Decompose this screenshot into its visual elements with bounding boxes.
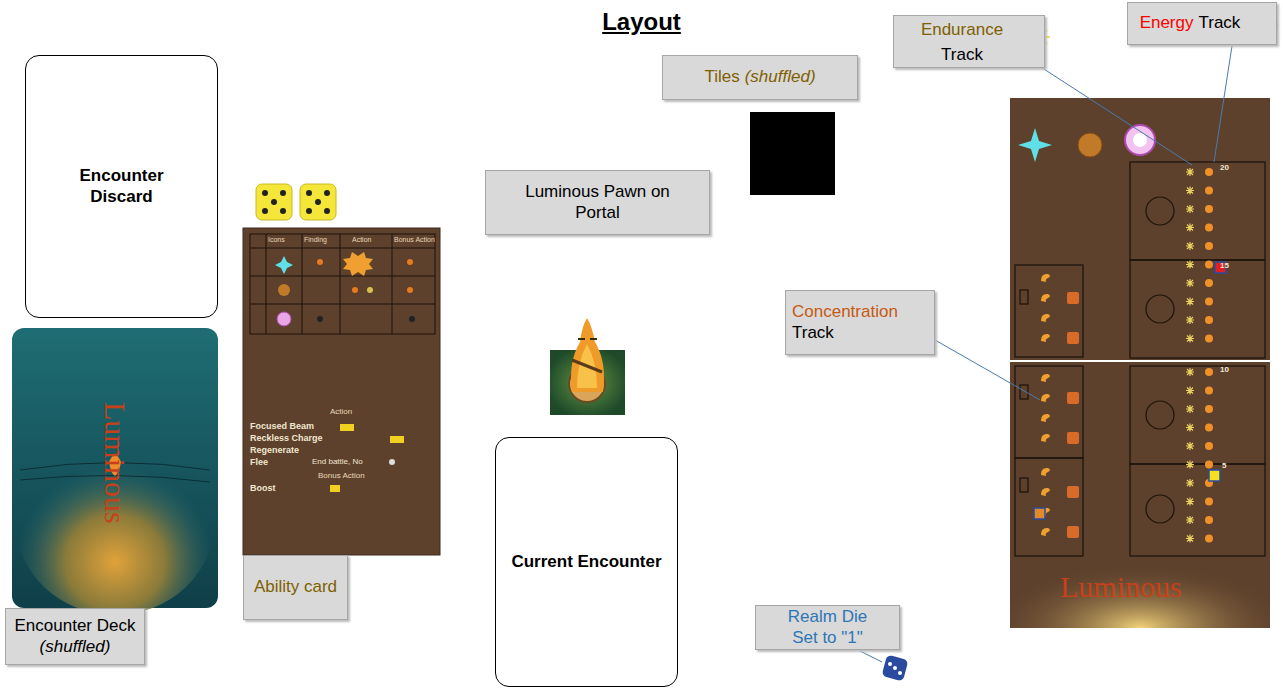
box-text: Endurance — [921, 20, 1003, 40]
box-text: Set to "1" — [792, 628, 863, 648]
card-text: Finding — [304, 236, 327, 243]
callout-box: ConcentrationTrack — [785, 290, 935, 355]
callout-box: Encounter Deck(shuffled) — [5, 608, 145, 665]
encounter-slot-box: Current Encounter — [495, 437, 678, 687]
card-text: Focused Beam — [250, 422, 314, 431]
box-text: Encounter Deck — [15, 616, 136, 636]
card-text: End battle, No — [312, 458, 363, 466]
ability-card — [243, 228, 440, 555]
callout-box: EnduranceTrack — [893, 15, 1045, 68]
diagram-title: Layout — [0, 8, 1283, 36]
card-text: Action — [352, 236, 371, 243]
box-text: Track — [792, 323, 834, 343]
box-text: Concentration — [792, 302, 898, 322]
box-text: (shuffled) — [745, 67, 816, 87]
encounter-deck-card — [12, 328, 218, 615]
card-text: Bonus Action — [394, 236, 435, 243]
callout-box: EnergyTrack — [1127, 2, 1277, 45]
yellow-dice — [256, 184, 336, 220]
logo-text: Luminous — [100, 402, 130, 524]
track-number: 10 — [1220, 366, 1229, 374]
player-board — [1010, 98, 1270, 628]
card-text: Icons — [268, 236, 285, 243]
callout-box: Ability card — [243, 555, 348, 620]
callout-box: Luminous Pawn on Portal — [485, 170, 710, 235]
box-text: Current Encounter — [511, 552, 661, 572]
box-text: Tiles — [704, 67, 739, 87]
card-text: Regenerate — [250, 446, 299, 455]
box-text: Ability card — [254, 577, 337, 597]
track-number: 20 — [1220, 164, 1229, 172]
luminous-pawn — [550, 318, 625, 415]
discard-pile-box: Encounter Discard — [25, 55, 218, 318]
card-text: Bonus Action — [318, 472, 365, 480]
card-text: Reckless Charge — [250, 434, 323, 443]
callout-box: Realm DieSet to "1" — [755, 605, 900, 650]
box-text: Track — [1199, 13, 1241, 33]
box-text: Energy — [1140, 13, 1194, 33]
track-icons — [905, 6, 1278, 340]
realm-die — [882, 655, 909, 682]
box-text: Luminous Pawn on Portal — [523, 182, 673, 223]
track-number: 15 — [1220, 262, 1229, 270]
box-text: Encounter Discard — [67, 166, 177, 207]
box-text: (shuffled) — [40, 637, 111, 657]
card-text: Boost — [250, 484, 276, 493]
logo-text: Luminous — [1060, 572, 1182, 602]
tile-stack — [750, 112, 835, 195]
card-text: Flee — [250, 458, 268, 467]
callout-box: Tiles (shuffled) — [662, 55, 858, 100]
box-text: Realm Die — [788, 607, 867, 627]
box-text: Track — [941, 45, 983, 65]
card-text: Action — [330, 408, 352, 416]
track-number: 5 — [1222, 462, 1226, 470]
